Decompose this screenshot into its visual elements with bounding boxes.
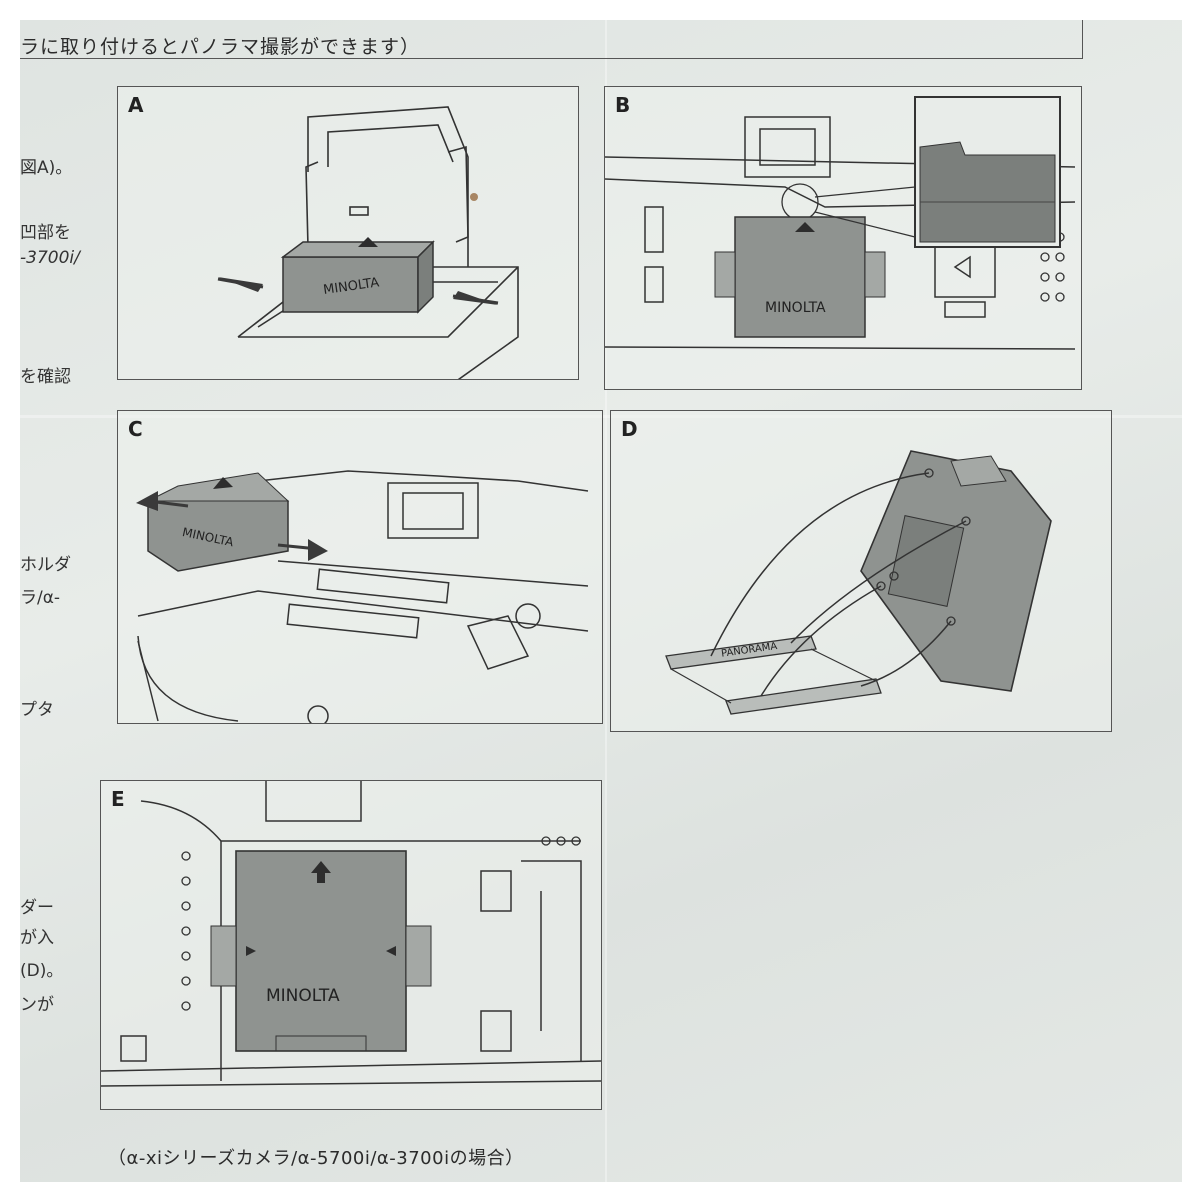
mask-strip	[725, 678, 882, 715]
adapter-shape	[734, 216, 866, 338]
adapter-brand: MINOLTA	[765, 300, 826, 316]
margin-text: ラ/α-	[20, 588, 61, 608]
margin-text: 凹部を	[20, 223, 71, 243]
header-text: ラに取り付けるとパノラマ撮影ができます）	[20, 36, 421, 58]
panel-c: MINOLTA C	[117, 410, 603, 724]
margin-text: が入	[20, 928, 54, 948]
panel-e-illustration: MINOLTA	[101, 781, 601, 1087]
adapter-brand: MINOLTA	[266, 986, 340, 1006]
panel-label: D	[621, 417, 638, 441]
manual-page: ラに取り付けるとパノラマ撮影ができます） 図A)。 凹部を -3700i/ を確…	[20, 20, 1182, 1182]
mask-strip	[665, 635, 817, 670]
margin-text: ホルダ	[20, 555, 71, 575]
panel-label: B	[615, 93, 631, 117]
panel-label: A	[128, 93, 144, 117]
margin-text: 図A)。	[20, 158, 73, 178]
panel-c-illustration: MINOLTA	[136, 470, 589, 723]
margin-text: プタ	[20, 700, 54, 720]
panel-label: C	[128, 417, 143, 441]
paper-crease	[605, 20, 607, 1182]
margin-text: ダー	[20, 898, 54, 918]
panel-e: MINOLTA E	[100, 780, 602, 1110]
margin-text: を確認	[20, 367, 71, 387]
panel-b: MINOLTA B	[604, 86, 1082, 390]
panel-a-illustration: MINOLTA	[217, 106, 519, 379]
panel-d-illustration: PANORAMA	[665, 450, 1052, 715]
margin-text: ンが	[20, 995, 54, 1015]
panel-a: MINOLTA A	[117, 86, 579, 380]
panel-d: PANORAMA D	[610, 410, 1112, 732]
header-box	[20, 20, 1083, 59]
arrow-right-icon	[308, 539, 328, 561]
arrow-left-icon	[136, 491, 158, 511]
panel-label: E	[111, 787, 125, 811]
adapter-shape	[860, 450, 1052, 692]
margin-text: -3700i/	[20, 248, 80, 268]
margin-text: (D)。	[20, 961, 64, 981]
figure-caption: （α-xiシリーズカメラ/α-5700i/α-3700iの場合）	[108, 1148, 524, 1169]
panel-b-illustration: MINOLTA	[605, 96, 1076, 350]
